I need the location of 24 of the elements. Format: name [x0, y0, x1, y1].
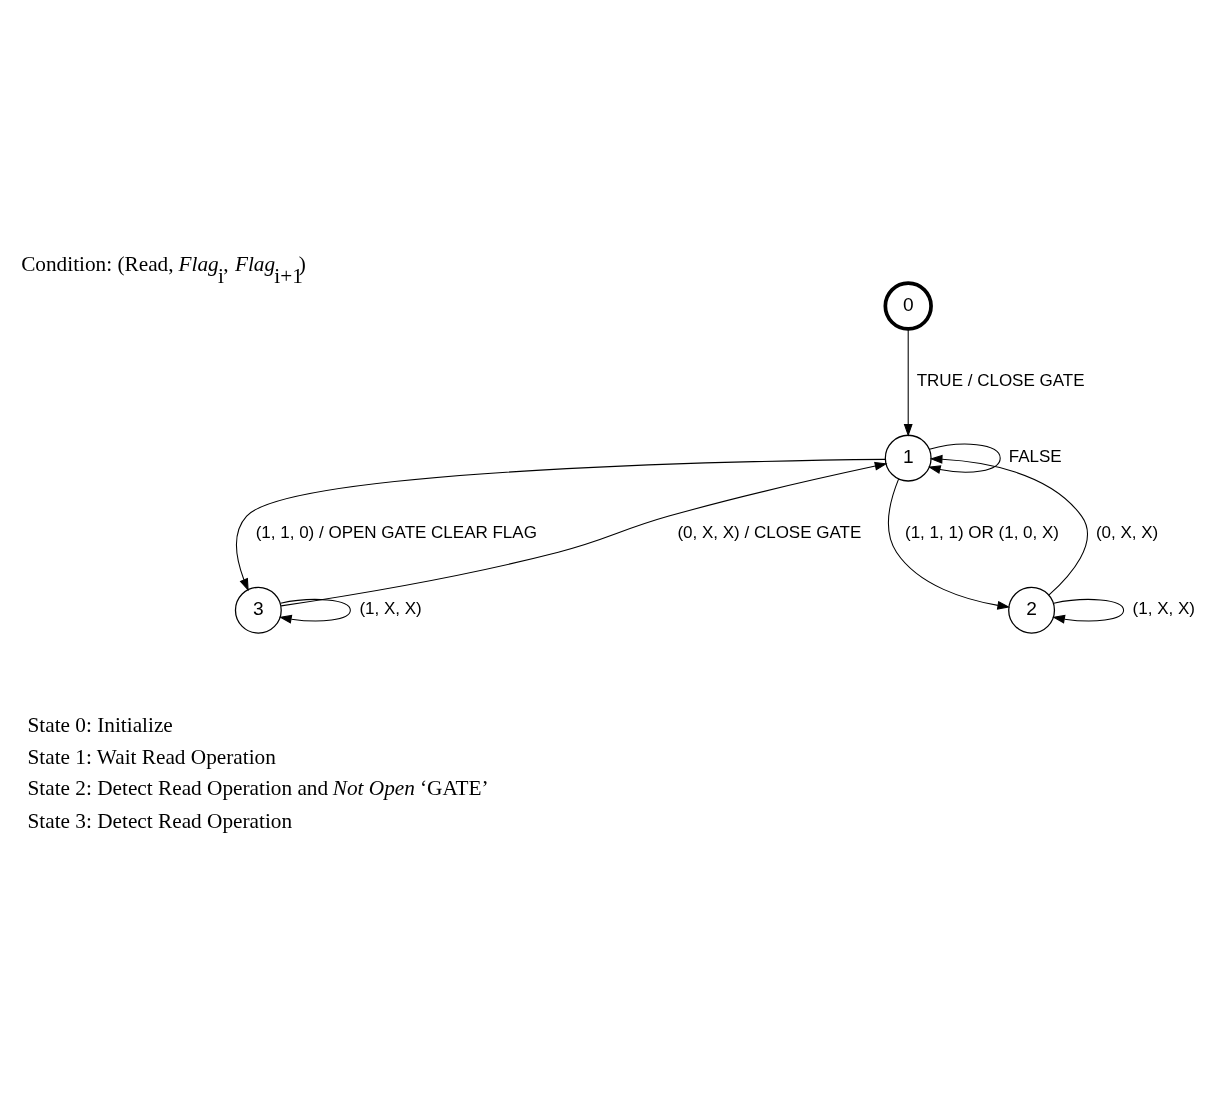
arrow	[888, 478, 1011, 610]
arrow	[903, 328, 913, 437]
arrow	[929, 454, 1088, 596]
edge-label: TRUE / CLOSE GATE	[916, 371, 1085, 391]
arrow	[280, 461, 888, 607]
arrow	[278, 598, 351, 624]
label: State 1: Wait Read Operation	[27, 744, 276, 769]
edge-label: (1, 1, 0) / OPEN GATE CLEAR FLAG	[255, 523, 537, 543]
edge-label: FALSE	[1008, 447, 1062, 467]
arrow	[927, 443, 1001, 474]
arrow	[236, 458, 886, 592]
label: State 2: Detect Read Operation and Not Open ‘GATE’	[27, 775, 489, 800]
edge-label: (1, 1, 1) OR (1, 0, X)	[905, 523, 1060, 543]
label: State 0: Initialize	[27, 713, 173, 737]
node-circle: 2	[1008, 586, 1056, 634]
node-circle: 1	[884, 434, 932, 482]
node-circle: 3	[234, 586, 282, 634]
arrow	[1052, 598, 1125, 624]
edge-label: (0, X, X) / CLOSE GATE	[677, 523, 862, 543]
edge-label: (0, X, X)	[1095, 523, 1159, 543]
edge-label: (1, X, X)	[1132, 599, 1195, 619]
node-circle: 0	[883, 281, 933, 331]
label: State 3: Detect Read Operation	[27, 808, 293, 833]
edge-label: (1, X, X)	[359, 599, 422, 619]
